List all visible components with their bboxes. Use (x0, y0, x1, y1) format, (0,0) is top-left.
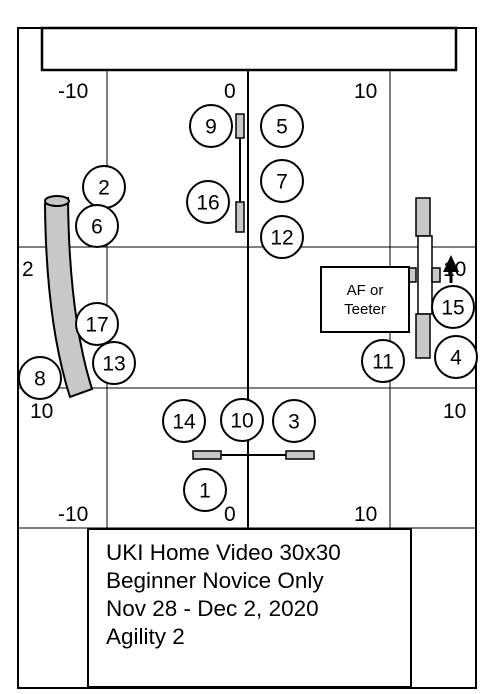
axis-label: 0 (224, 503, 236, 526)
title-line-3: Nov 28 - Dec 2, 2020 (106, 596, 319, 621)
obstacle-circle (434, 335, 478, 379)
obstacle-number: 11 (372, 351, 394, 374)
title-box: UKI Home Video 30x30 Beginner Novice Onl… (87, 528, 412, 688)
obstacle-circle (260, 104, 304, 148)
obstacle-number: 16 (196, 192, 219, 215)
obstacle-4: 4 (434, 335, 478, 379)
obstacle-12: 12 (260, 215, 304, 259)
obstacle-number: 13 (102, 353, 125, 376)
obstacle-circle (431, 285, 475, 329)
jump-wing (235, 201, 245, 233)
obstacle-number: 15 (441, 297, 464, 320)
obstacle-circle (75, 204, 119, 248)
af-box-line1: AF or (346, 281, 384, 299)
obstacle-circle (92, 341, 136, 385)
axis-label: 10 (30, 400, 53, 423)
title-line-1: UKI Home Video 30x30 (106, 540, 341, 565)
obstacle-number: 14 (172, 411, 196, 434)
obstacle-number: 8 (34, 368, 46, 391)
obstacle-number: 3 (288, 411, 300, 434)
obstacle-number: 6 (91, 216, 103, 239)
equipment-segment (415, 313, 431, 359)
obstacle-circle (18, 356, 62, 400)
obstacle-number: 2 (98, 177, 110, 200)
obstacle-circle (272, 399, 316, 443)
obstacle-number: 7 (276, 171, 288, 194)
obstacle-3: 3 (272, 399, 316, 443)
obstacle-number: 5 (276, 116, 288, 139)
obstacle-1: 1 (183, 468, 227, 512)
obstacle-circle (260, 159, 304, 203)
equipment-segment (431, 267, 441, 283)
direction-arrow-icon (443, 255, 459, 272)
obstacle-6: 6 (75, 204, 119, 248)
obstacle-number: 9 (205, 116, 217, 139)
obstacle-9: 9 (189, 104, 233, 148)
axis-label: 2 (22, 258, 34, 281)
axis-label: 10 (354, 503, 377, 526)
obstacle-circle (260, 215, 304, 259)
obstacle-13: 13 (92, 341, 136, 385)
obstacle-7: 7 (260, 159, 304, 203)
obstacle-circle (361, 339, 405, 383)
axis-label: -10 (58, 80, 88, 103)
obstacle-circle (75, 302, 119, 346)
obstacle-number: 1 (199, 480, 211, 503)
obstacle-number: 17 (85, 314, 108, 337)
tunnel-opening (44, 195, 70, 207)
obstacle-14: 14 (162, 399, 206, 443)
obstacle-16: 16 (186, 180, 230, 224)
title-line-4: Agility 2 (106, 624, 185, 649)
obstacle-8: 8 (18, 356, 62, 400)
obstacle-circle (189, 104, 233, 148)
obstacle-circle (220, 398, 264, 442)
obstacle-circle (162, 399, 206, 443)
jump-wing (235, 113, 245, 139)
obstacle-11: 11 (361, 339, 405, 383)
tunnel (43, 196, 94, 399)
jump-wing (285, 450, 315, 460)
obstacle-number: 10 (230, 410, 253, 433)
equipment-segment (417, 235, 433, 315)
axis-label: 10 (443, 400, 466, 423)
axis-label: 10 (354, 80, 377, 103)
af-box-line2: Teeter (344, 300, 386, 318)
obstacle-2: 2 (82, 165, 126, 209)
equipment-segment (415, 197, 431, 237)
obstacle-number: 12 (270, 227, 293, 250)
title-line-2: Beginner Novice Only (106, 568, 324, 593)
obstacle-circle (186, 180, 230, 224)
obstacle-circle (183, 468, 227, 512)
af-or-teeter-box: AF or Teeter (320, 266, 410, 333)
obstacle-17: 17 (75, 302, 119, 346)
axis-label: 0 (224, 80, 236, 103)
obstacle-15: 15 (431, 285, 475, 329)
obstacle-5: 5 (260, 104, 304, 148)
jump-wing (192, 450, 222, 460)
obstacle-number: 4 (450, 347, 462, 370)
top-banner (40, 26, 458, 72)
obstacle-10: 10 (220, 398, 264, 442)
axis-label: -10 (58, 503, 88, 526)
